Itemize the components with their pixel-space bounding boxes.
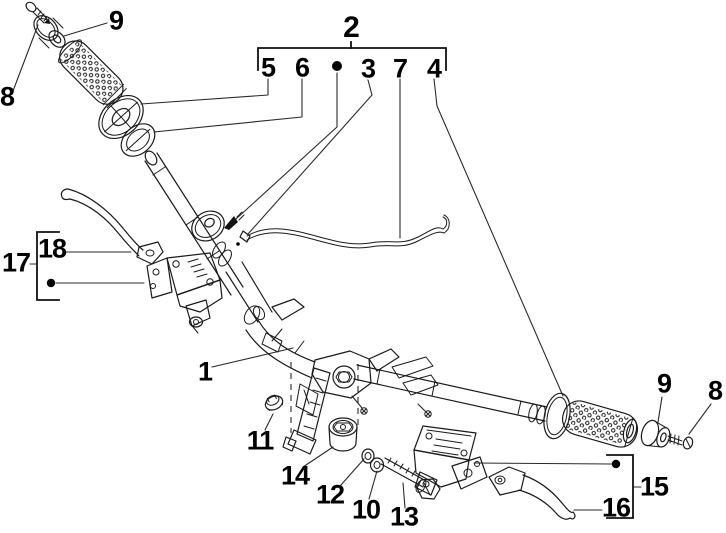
- group-bracket-2: [257, 41, 447, 71]
- callout-label-12: 12: [315, 479, 345, 510]
- callout-label-9-right: 9: [656, 368, 672, 399]
- callout-label-14: 14: [280, 460, 310, 491]
- callout-label-6: 6: [294, 52, 310, 83]
- handlebar-tube-right: [353, 364, 548, 425]
- handlebar-mount-disc: [191, 210, 225, 242]
- rear-master-cylinder: [413, 425, 488, 496]
- washer-10: [369, 457, 385, 473]
- left-master-cylinder: [146, 252, 223, 334]
- leader-lines: [12, 22, 712, 511]
- callout-label-10: 10: [351, 494, 381, 525]
- left-bar-end-screw: [25, 1, 50, 24]
- callout-label-3: 3: [360, 53, 376, 84]
- callout-label-8-right: 8: [707, 375, 723, 406]
- callout-label-8-left: 8: [0, 81, 15, 112]
- left-grip: [58, 39, 127, 109]
- handlebar-center-clamp: [245, 298, 439, 455]
- clamp-nut: [264, 394, 284, 411]
- right-bar-end-screw: [667, 433, 694, 450]
- group-bracket-17: [36, 231, 60, 301]
- callout-label-11: 11: [246, 425, 275, 456]
- right-brake-lever: [488, 466, 576, 520]
- right-grip-end-ring: [622, 418, 638, 444]
- callout-label-17: 17: [1, 247, 31, 278]
- callout-label-16: 16: [601, 492, 631, 523]
- callout-label-2: 2: [343, 11, 360, 44]
- left-bar-end-weight: [33, 15, 66, 49]
- callout-label-13: 13: [389, 501, 419, 532]
- callout-label-4: 4: [426, 53, 442, 84]
- right-bar-end-weight: [640, 419, 671, 448]
- clamp-bolt: [380, 457, 441, 500]
- callout-label-18: 18: [37, 233, 67, 264]
- callout-dots: [46, 61, 621, 469]
- grip-flange-ring-large: [98, 94, 144, 140]
- callout-label-5: 5: [260, 52, 276, 83]
- grip-flange-ring-small: [120, 123, 156, 157]
- callout-label-7: 7: [392, 53, 408, 84]
- clamp-bushing: [328, 417, 358, 452]
- left-brake-lever: [60, 188, 164, 265]
- dashed-axis-lines: [290, 362, 359, 433]
- callout-label-15: 15: [639, 471, 669, 502]
- throttle-cable: [236, 214, 450, 249]
- washer-12: [361, 448, 375, 464]
- cable-adjuster-arrow: [224, 211, 245, 230]
- callout-label-9-left: 9: [108, 5, 124, 36]
- group-bracket-15: [606, 454, 634, 519]
- callout-label-1: 1: [197, 356, 213, 387]
